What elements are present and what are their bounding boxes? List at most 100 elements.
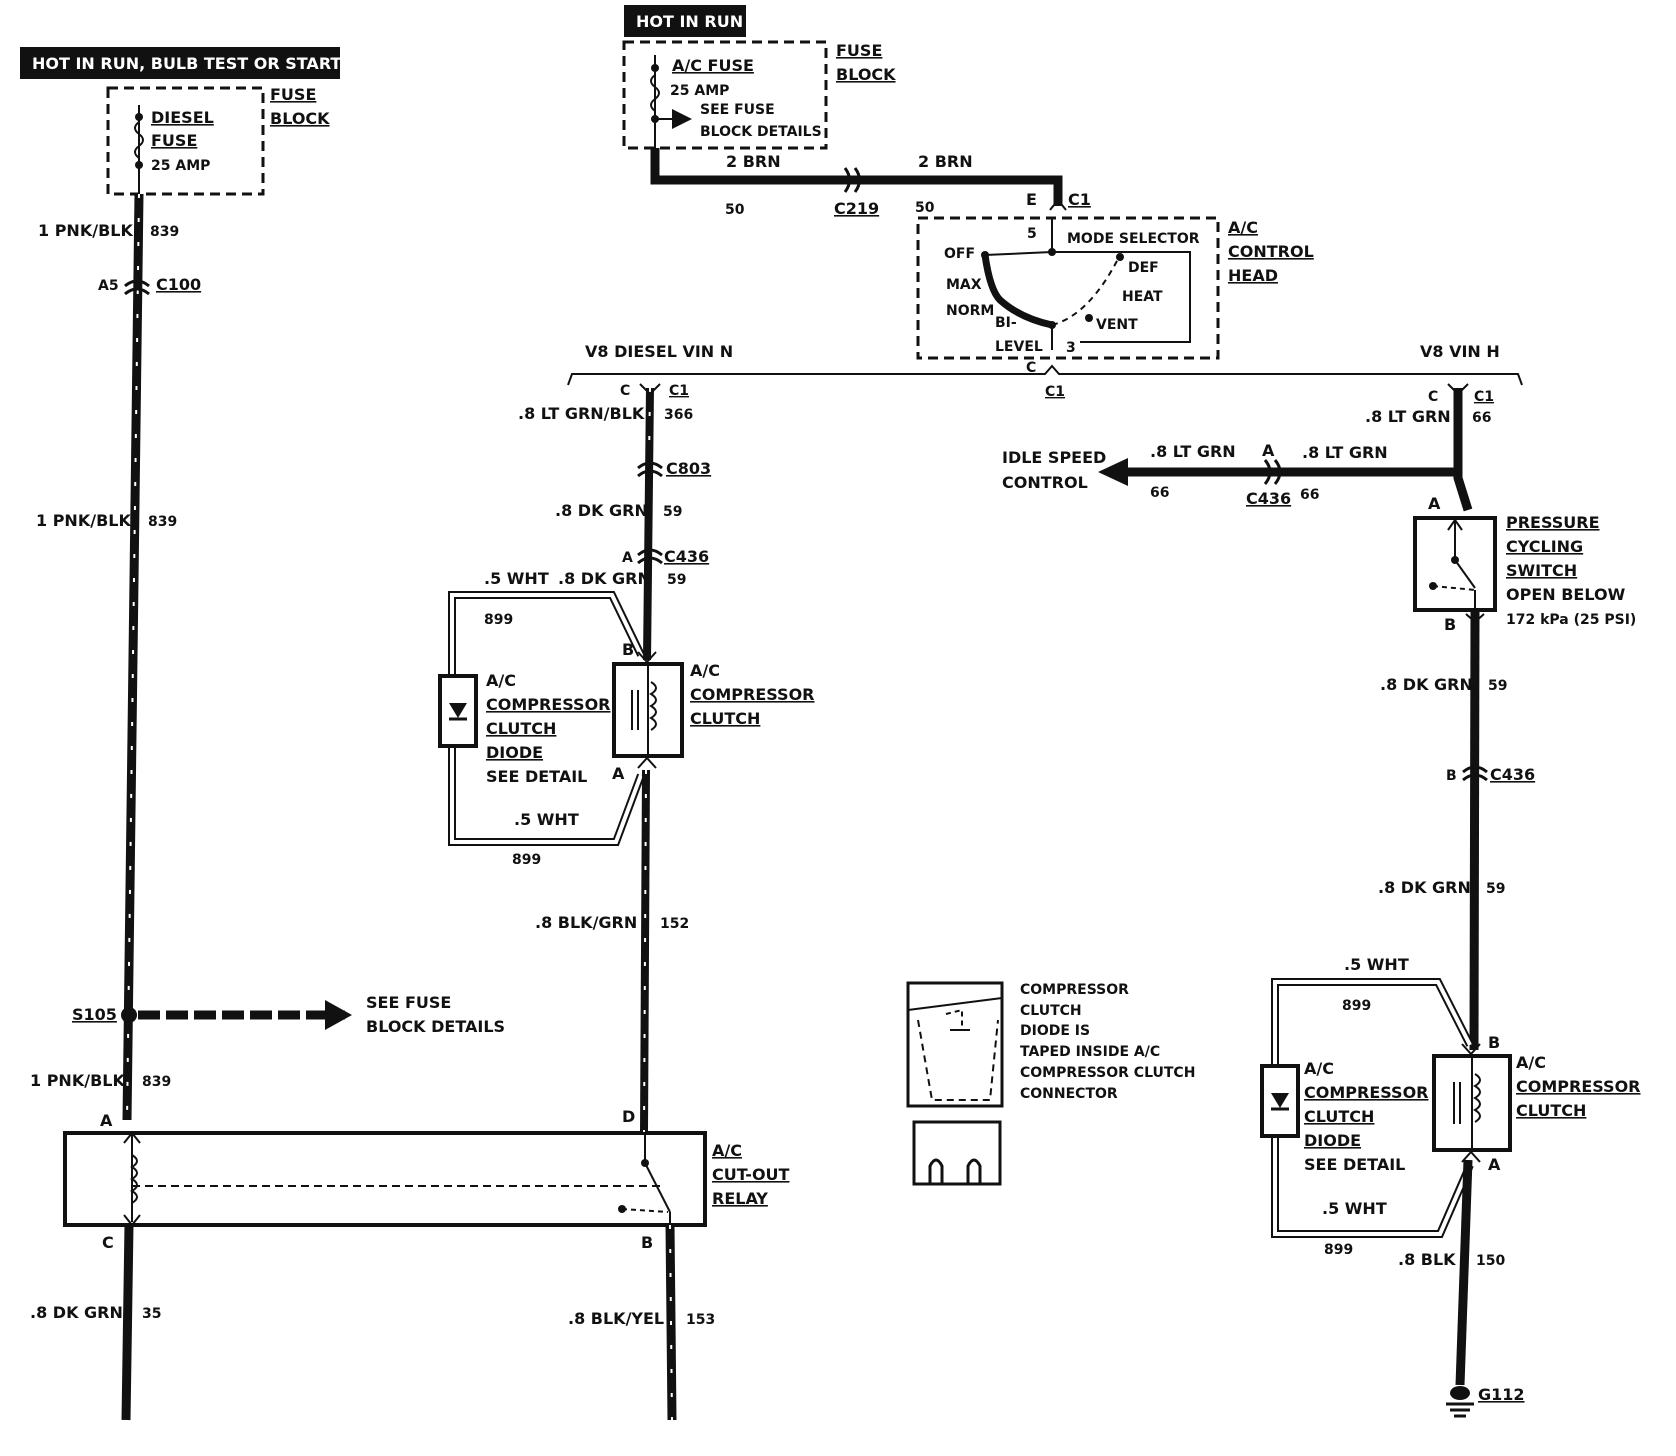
wire-152 bbox=[640, 769, 650, 1133]
relay-pin-c: C bbox=[102, 1233, 114, 1252]
gas-wht-top: .5 WHT bbox=[1344, 955, 1409, 974]
switch-pin-a: A bbox=[1428, 494, 1441, 513]
gas-w1-gauge: .8 LT GRN bbox=[1365, 407, 1451, 426]
connector-c100: C100 bbox=[156, 275, 201, 294]
splice-s105-dot bbox=[121, 1007, 137, 1023]
connector-c436-idle-icon bbox=[1263, 459, 1282, 485]
wire-2brn bbox=[650, 148, 1063, 206]
feed-gauge-2: 1 PNK/BLK bbox=[36, 511, 131, 530]
gas-899-bottom: 899 bbox=[1324, 1242, 1353, 1258]
fuse-block-left-label-1: FUSE bbox=[270, 85, 316, 104]
connector-c100-icon bbox=[124, 279, 150, 296]
relay-coil-icon bbox=[130, 1154, 138, 1204]
gas-clutch-pin-a: A bbox=[1488, 1155, 1501, 1174]
diesel-clutch-label-2: COMPRESSOR bbox=[690, 685, 815, 704]
connector-c219-icon bbox=[843, 167, 861, 193]
ac-fuse-label: A/C FUSE bbox=[672, 56, 754, 75]
gas-wht-bottom: .5 WHT bbox=[1322, 1199, 1387, 1218]
idle-circuit-b: 66 bbox=[1300, 487, 1319, 503]
diesel-pin-a: A bbox=[622, 550, 633, 566]
gas-w3-gauge: .8 DK GRN bbox=[1378, 878, 1471, 897]
wire-2brn-gauge-a: 2 BRN bbox=[726, 152, 781, 171]
diesel-clutch-label-1: A/C bbox=[690, 661, 720, 680]
wire-2brn-circuit-b: 50 bbox=[915, 200, 935, 216]
switch-label-5: 172 kPa (25 PSI) bbox=[1506, 612, 1636, 628]
control-pin-c: C bbox=[1026, 360, 1036, 376]
gas-diode-label-3: CLUTCH bbox=[1304, 1107, 1374, 1126]
diesel-clutch-label-3: CLUTCH bbox=[690, 709, 760, 728]
detail-note-6: CONNECTOR bbox=[1020, 1086, 1118, 1102]
wire-2brn-gauge-b: 2 BRN bbox=[918, 152, 973, 171]
pin-a5: A5 bbox=[98, 278, 119, 294]
diesel-w1-gauge: .8 LT GRN/BLK bbox=[518, 404, 645, 423]
relay-out-circuit-right: 153 bbox=[686, 1312, 715, 1328]
connector-c803-icon bbox=[637, 461, 663, 478]
idle-label-1: IDLE SPEED bbox=[1002, 448, 1106, 467]
diesel-w2-gauge: .8 DK GRN bbox=[555, 501, 648, 520]
detail-note-1: COMPRESSOR bbox=[1020, 982, 1129, 998]
wire-59-gas bbox=[1469, 611, 1480, 1051]
idle-gauge-a: .8 LT GRN bbox=[1150, 442, 1236, 461]
idle-gauge-b: .8 LT GRN bbox=[1302, 443, 1388, 462]
feed-circuit-3: 839 bbox=[142, 1074, 171, 1090]
diesel-diode-label-5: SEE DETAIL bbox=[486, 767, 587, 786]
feed-circuit-1: 839 bbox=[150, 224, 179, 240]
gas-diode-label-5: SEE DETAIL bbox=[1304, 1155, 1405, 1174]
pos-level: LEVEL bbox=[995, 339, 1043, 355]
control-pin-5: 5 bbox=[1027, 226, 1037, 242]
diesel-diode-label-2: COMPRESSOR bbox=[486, 695, 611, 714]
diesel-w1-circuit: 366 bbox=[664, 407, 693, 423]
header-left-bg bbox=[20, 47, 340, 79]
gas-pin-c: C bbox=[1428, 389, 1438, 405]
relay-pin-b: B bbox=[641, 1233, 653, 1252]
pin-e: E bbox=[1026, 190, 1037, 209]
gas-clutch-label-2: COMPRESSOR bbox=[1516, 1077, 1641, 1096]
gas-w3-circuit: 59 bbox=[1486, 881, 1505, 897]
connector-c803: C803 bbox=[666, 459, 711, 478]
wire-35 bbox=[121, 1224, 134, 1421]
control-head-label-3: HEAD bbox=[1228, 266, 1278, 285]
wire-66 bbox=[1453, 388, 1473, 512]
gas-gnd-gauge: .8 BLK bbox=[1398, 1250, 1456, 1269]
control-conn-c1: C1 bbox=[1045, 384, 1065, 400]
diesel-fuse-label-1: DIESEL bbox=[151, 108, 214, 127]
mode-selector: MODE SELECTOR bbox=[1067, 231, 1200, 247]
cutout-relay-box bbox=[63, 1131, 707, 1227]
diode-detail-connector-icon bbox=[906, 981, 1004, 1186]
see-fuse-1: SEE FUSE bbox=[700, 102, 775, 118]
control-head-label-1: A/C bbox=[1228, 218, 1258, 237]
switch-label-2: CYCLING bbox=[1506, 537, 1583, 556]
header-left: HOT IN RUN, BULB TEST OR START bbox=[32, 54, 341, 73]
gas-clutch-label-3: CLUTCH bbox=[1516, 1101, 1586, 1120]
ac-fuse-icon bbox=[650, 74, 660, 112]
diesel-w2-circuit: 59 bbox=[663, 504, 682, 520]
gas-diode-label-4: DIODE bbox=[1304, 1131, 1361, 1150]
idle-label-2: CONTROL bbox=[1002, 473, 1088, 492]
splice-note-2: BLOCK DETAILS bbox=[366, 1017, 505, 1036]
pos-norm: NORM bbox=[946, 303, 994, 319]
idle-pin-a: A bbox=[1262, 441, 1275, 460]
diesel-pin-c: C bbox=[620, 383, 630, 399]
diesel-wht-bottom: .5 WHT bbox=[514, 810, 579, 829]
relay-pin-d: D bbox=[622, 1107, 635, 1126]
diesel-diode-label-3: CLUTCH bbox=[486, 719, 556, 738]
ac-fuse-rating: 25 AMP bbox=[670, 83, 729, 99]
diesel-fuse-rating: 25 AMP bbox=[151, 158, 210, 174]
gas-w2-circuit: 59 bbox=[1488, 678, 1507, 694]
relay-contact-icon bbox=[644, 1162, 671, 1213]
variant-diesel: V8 DIESEL VIN N bbox=[585, 342, 733, 361]
gas-gnd-circuit: 150 bbox=[1476, 1253, 1505, 1269]
ground-icon bbox=[1446, 1386, 1474, 1418]
fuse-block-top-label-2: BLOCK bbox=[836, 65, 896, 84]
pos-bi: BI- bbox=[995, 315, 1017, 331]
diesel-w3-circuit: 59 bbox=[667, 572, 686, 588]
relay-out-gauge-right: .8 BLK/YEL bbox=[568, 1309, 664, 1328]
diesel-clutch-pin-b: B bbox=[622, 640, 634, 659]
relay-label-3: RELAY bbox=[712, 1189, 768, 1208]
fuse-block-top-label-1: FUSE bbox=[836, 41, 882, 60]
connector-c436-idle: C436 bbox=[1246, 489, 1291, 508]
diesel-fuse-label-2: FUSE bbox=[151, 131, 197, 150]
idle-arrow bbox=[1098, 458, 1128, 486]
relay-label-1: A/C bbox=[712, 1141, 742, 1160]
